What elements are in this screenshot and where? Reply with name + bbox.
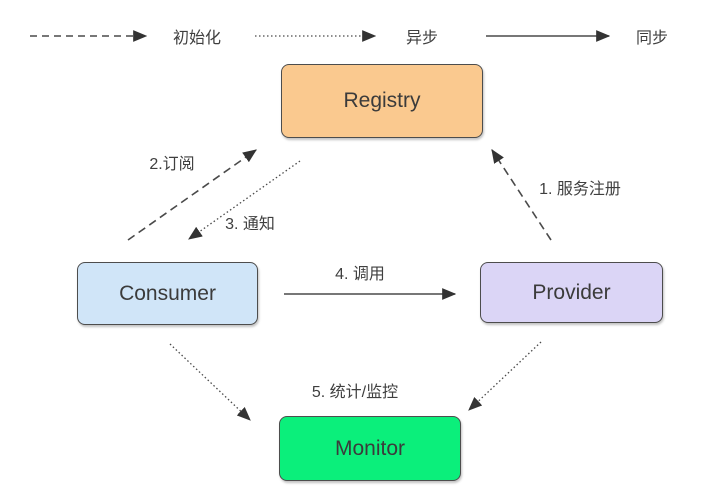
legend-label-async: 异步 — [405, 30, 439, 47]
node-monitor: Monitor — [279, 416, 461, 481]
node-provider: Provider — [480, 262, 663, 323]
node-consumer-label: Consumer — [119, 281, 216, 305]
node-consumer: Consumer — [77, 262, 258, 325]
edge-subscribe-arrow — [127, 149, 257, 241]
edge-register-label: 1. 服务注册 — [539, 181, 621, 198]
edge-notify-label: 3. 通知 — [225, 216, 275, 233]
edge-stats-right-arrow — [468, 341, 542, 411]
edge-subscribe-label: 2.订阅 — [149, 156, 195, 173]
edge-invoke-label: 4. 调用 — [335, 266, 385, 283]
node-provider-label: Provider — [532, 280, 611, 304]
legend-label-sync: 同步 — [635, 30, 669, 47]
edge-stats-label: 5. 统计/监控 — [311, 384, 399, 401]
node-registry: Registry — [281, 64, 483, 138]
node-monitor-label: Monitor — [334, 436, 406, 460]
edge-stats-left-arrow — [169, 343, 251, 421]
legend-label-init: 初始化 — [172, 30, 222, 47]
edge-notify-arrow — [188, 160, 301, 240]
node-registry-label: Registry — [343, 89, 421, 112]
edge-register-arrow — [491, 149, 552, 241]
